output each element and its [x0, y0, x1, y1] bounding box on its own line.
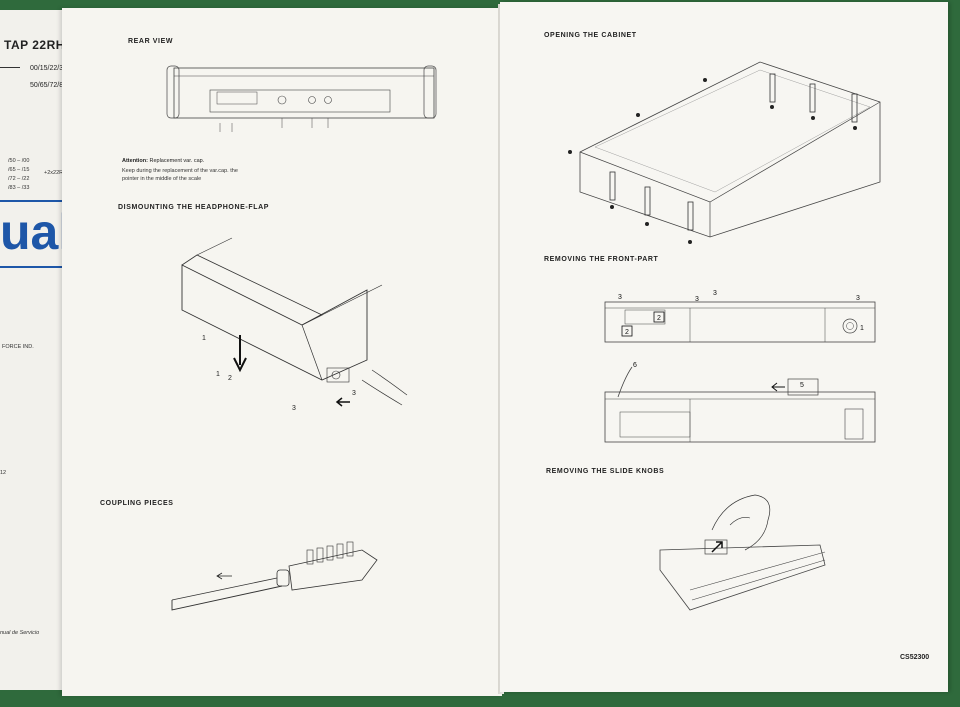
number-fragment: 12 [0, 470, 7, 476]
document-code: CS52300 [900, 654, 930, 661]
version-list-item: /83 – /33 [8, 185, 30, 191]
headphone-flap-drawing: 1 1 2 3 3 [181, 237, 408, 412]
svg-text:1: 1 [202, 335, 206, 342]
rear-view-title: REAR VIEW [128, 38, 174, 45]
version-list-item: /72 – /22 [8, 176, 30, 182]
slide-knobs-drawing [659, 494, 826, 611]
svg-text:6: 6 [633, 362, 637, 369]
svg-text:2: 2 [228, 375, 232, 382]
version-list-item: /65 – /15 [8, 167, 30, 173]
versions-line-2: 50/65/72/83 [30, 82, 67, 89]
svg-text:3: 3 [695, 296, 699, 303]
coupling-pieces-title: COUPLING PIECES [100, 500, 174, 507]
attention-label: Attention: [122, 158, 148, 164]
brand-rule-top [0, 200, 82, 202]
svg-text:3: 3 [713, 290, 717, 297]
version-list-extra: +2x22RH443 [44, 170, 77, 176]
versions-line-1: 00/15/22/33 [30, 65, 67, 72]
right-page: OPENING THE CABINET REMOVING THE FRONT-P… [500, 2, 948, 692]
attention-text: Replacement var. cap. [149, 158, 205, 164]
front-part-drawing-2: 5 6 [604, 362, 876, 443]
svg-text:3: 3 [352, 390, 356, 397]
attention-line: Attention: Replacement var. cap. [122, 158, 204, 164]
svg-text:3: 3 [856, 295, 860, 302]
force-text: FORCE IND. [2, 344, 34, 350]
brand-rule-bottom [0, 266, 82, 268]
opening-cabinet-drawing [568, 61, 881, 244]
front-part-drawing-1: 2 2 3 3 3 3 1 [604, 290, 876, 343]
svg-text:3: 3 [292, 405, 296, 412]
footer-text: nual de Servicio [0, 630, 40, 636]
svg-text:1: 1 [216, 371, 220, 378]
attention-line-2: Keep during the replacement of the var.c… [122, 168, 238, 174]
coupling-pieces-drawing [171, 541, 378, 611]
headphone-flap-title: DISMOUNTING THE HEADPHONE-FLAP [118, 204, 269, 211]
svg-text:2: 2 [657, 315, 661, 322]
svg-text:1: 1 [860, 325, 864, 332]
version-list-item: /50 – /00 [8, 158, 30, 164]
brand-word: ual [0, 204, 73, 260]
middle-page: REAR VIEW Attention: Replacement var. ca… [62, 8, 502, 696]
svg-text:3: 3 [618, 294, 622, 301]
svg-text:2: 2 [625, 329, 629, 336]
rear-view-drawing [166, 65, 437, 132]
divider [0, 67, 20, 68]
svg-text:5: 5 [800, 382, 804, 389]
attention-line-3: pointer in the middle of the scale [122, 176, 202, 182]
removing-slide-knobs-title: REMOVING THE SLIDE KNOBS [546, 468, 665, 475]
removing-front-part-title: REMOVING THE FRONT-PART [544, 256, 659, 263]
opening-cabinet-title: OPENING THE CABINET [544, 32, 637, 39]
